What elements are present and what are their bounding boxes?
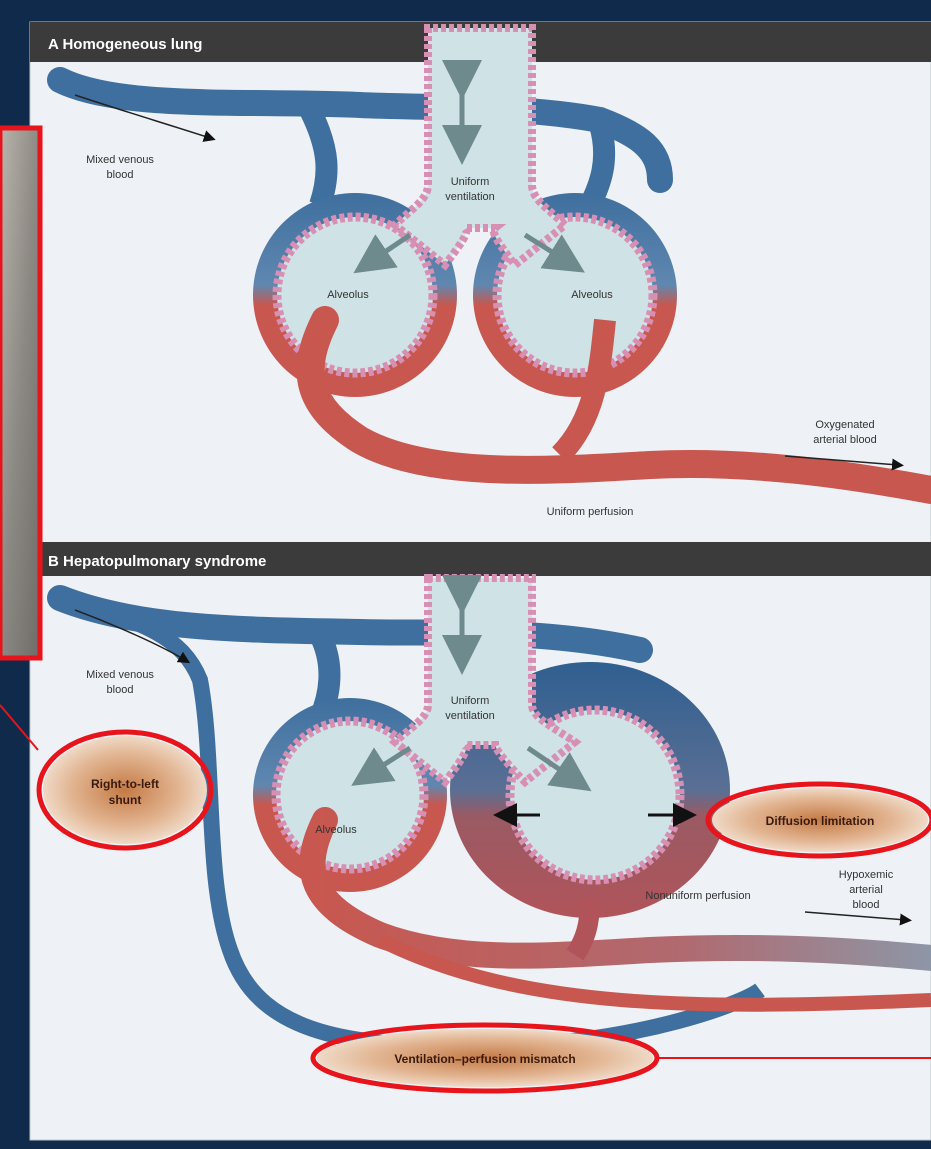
panel-b-label-perfusion: Nonuniform perfusion (645, 890, 750, 902)
panel-b-label-hypoxemic-2: arterial (849, 884, 883, 896)
panel-a-header: A Homogeneous lung (48, 36, 202, 53)
callout-shunt-line2: shunt (109, 793, 142, 807)
panel-b-label-ventilation-2: ventilation (445, 710, 495, 722)
callout-mismatch: Ventilation–perfusion mismatch (313, 1025, 657, 1091)
panel-a-label-mixed-venous-2: blood (107, 169, 134, 181)
panel-b-label-alveolus-left: Alveolus (315, 824, 357, 836)
panel-a-label-alveolus-right: Alveolus (571, 289, 613, 301)
panel-b-label-mixed-venous-2: blood (107, 684, 134, 696)
panel-a-label-ventilation-1: Uniform (451, 176, 490, 188)
panel-a-label-oxygenated-2: arterial blood (813, 434, 877, 446)
panel-a-label-perfusion: Uniform perfusion (547, 506, 634, 518)
callout-diffusion: Diffusion limitation (708, 784, 931, 856)
panel-b-header: B Hepatopulmonary syndrome (48, 553, 266, 570)
panel-b-label-ventilation-1: Uniform (451, 695, 490, 707)
callout-diffusion-text: Diffusion limitation (766, 814, 875, 828)
xray-thumbnail (0, 128, 40, 658)
panel-b-label-hypoxemic-1: Hypoxemic (839, 869, 894, 881)
panel-b-label-hypoxemic-3: blood (853, 899, 880, 911)
callout-shunt: Right-to-left shunt (39, 732, 211, 848)
panel-b-label-mixed-venous-1: Mixed venous (86, 669, 154, 681)
panel-a-label-oxygenated-1: Oxygenated (815, 419, 874, 431)
callout-mismatch-text: Ventilation–perfusion mismatch (394, 1052, 575, 1066)
panel-a-label-mixed-venous-1: Mixed venous (86, 154, 154, 166)
xray-image (0, 128, 40, 658)
panel-a-label-alveolus-left: Alveolus (327, 289, 369, 301)
callout-shunt-line1: Right-to-left (91, 777, 159, 791)
panel-a-label-ventilation-2: ventilation (445, 191, 495, 203)
